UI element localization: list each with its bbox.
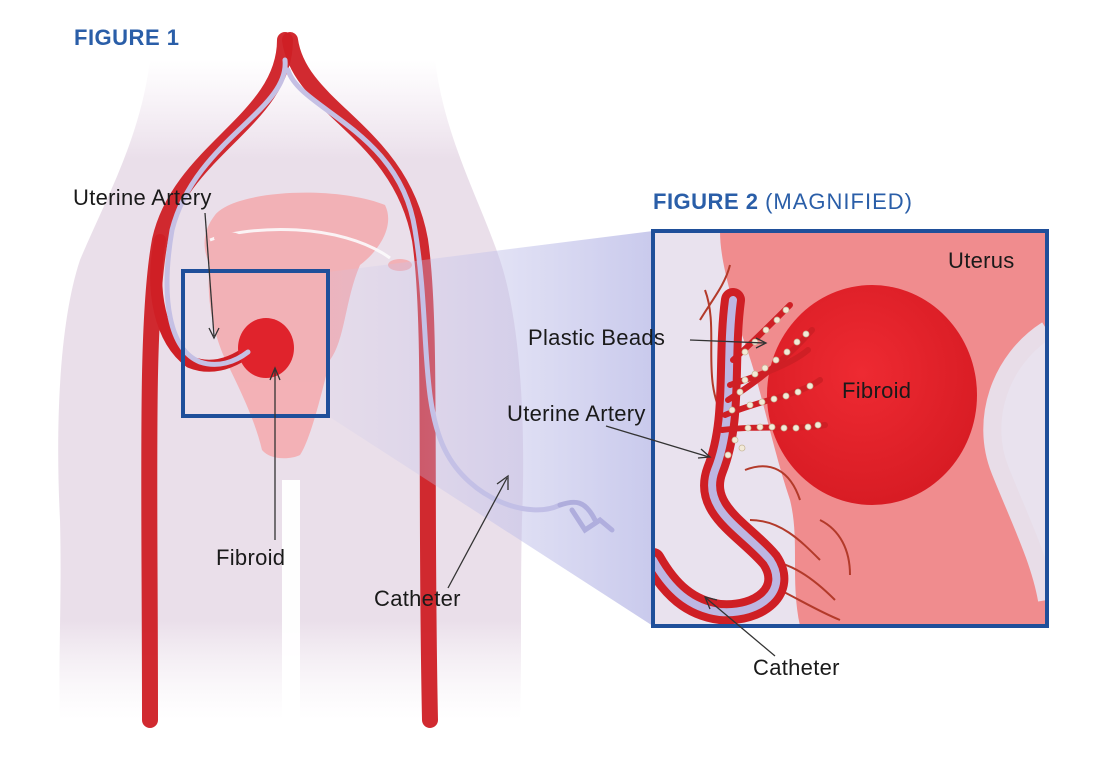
figure2-inset bbox=[653, 231, 1047, 626]
figure1-title: FIGURE 1 bbox=[74, 25, 180, 50]
figure1-pointers bbox=[204, 212, 509, 589]
figure1-label-fibroid: Fibroid bbox=[216, 545, 286, 570]
figure2-title-main: FIGURE 2 bbox=[653, 189, 759, 214]
figure2-label-catheter: Catheter bbox=[753, 655, 840, 680]
figure1-zoom-frame bbox=[181, 269, 330, 418]
figure2-label-plastic-beads: Plastic Beads bbox=[528, 325, 666, 350]
uterus-figure1 bbox=[204, 192, 412, 459]
figure2-label-uterine-artery: Uterine Artery bbox=[507, 401, 646, 426]
figure2-label-fibroid: Fibroid bbox=[842, 378, 912, 403]
figure2-title: FIGURE 2 (MAGNIFIED) bbox=[653, 189, 913, 215]
fibroid-figure1 bbox=[238, 318, 294, 378]
fibroid-figure2 bbox=[767, 285, 977, 505]
figure2-label-uterus: Uterus bbox=[948, 248, 1015, 273]
figure2-pointers bbox=[605, 337, 776, 657]
figure1-label-catheter: Catheter bbox=[374, 586, 461, 611]
figure2-title-sub: (MAGNIFIED) bbox=[765, 189, 913, 214]
magnification-beam bbox=[328, 231, 653, 626]
figure2-frame bbox=[651, 229, 1049, 628]
figure1-label-uterine-artery: Uterine Artery bbox=[73, 185, 212, 210]
plastic-beads bbox=[724, 306, 822, 459]
